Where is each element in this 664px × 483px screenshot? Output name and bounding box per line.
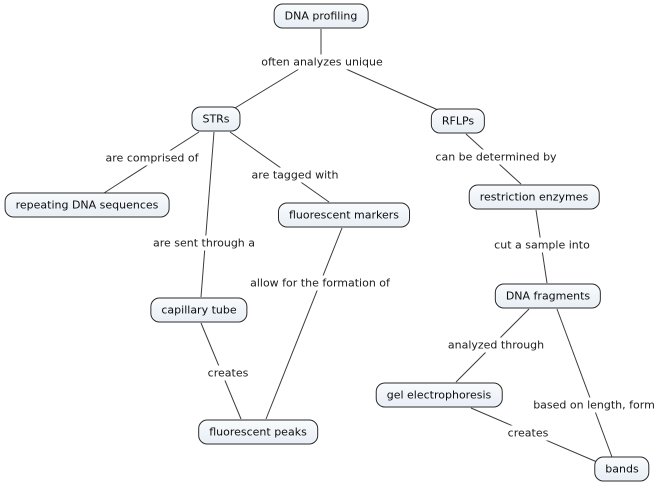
node-rflps[interactable]: RFLPs — [430, 108, 486, 134]
edge-label-allow-for-the-formation-of[interactable]: allow for the formation of — [247, 275, 393, 291]
node-capillary-tube[interactable]: capillary tube — [150, 297, 248, 323]
node-strs[interactable]: STRs — [191, 106, 241, 132]
edge-label-creates-capillary[interactable]: creates — [204, 365, 252, 381]
edge-line-markers-peaks — [265, 227, 343, 420]
edge-label-are-comprised-of[interactable]: are comprised of — [102, 150, 202, 166]
edge-label-often-analyzes-unique[interactable]: often analyzes unique — [258, 54, 386, 70]
node-fluorescent-peaks[interactable]: fluorescent peaks — [198, 419, 318, 445]
edge-line-strs-capillarytube — [200, 131, 215, 298]
edge-label-analyzed-through[interactable]: analyzed through — [444, 337, 548, 353]
edge-label-cut-a-sample-into[interactable]: cut a sample into — [491, 237, 593, 253]
edge-line-strs-fluorescentmarkers — [229, 131, 330, 203]
edge-label-can-be-determined-by[interactable]: can be determined by — [432, 149, 560, 165]
node-bands[interactable]: bands — [594, 456, 650, 482]
node-gel-electrophoresis[interactable]: gel electrophoresis — [375, 382, 503, 408]
edge-label-creates-gel[interactable]: creates — [504, 425, 552, 441]
node-repeating-dna-sequences[interactable]: repeating DNA sequences — [4, 192, 170, 218]
edge-line-fragments-bands — [556, 308, 613, 458]
edge-line-label-strs — [234, 68, 300, 109]
node-dna-fragments[interactable]: DNA fragments — [494, 283, 602, 309]
edge-label-are-sent-through-a[interactable]: are sent through a — [149, 235, 259, 251]
edge-line-label-rflps — [345, 68, 439, 111]
node-restriction-enzymes[interactable]: restriction enzymes — [468, 184, 600, 210]
node-dna-profiling[interactable]: DNA profiling — [273, 3, 369, 29]
edge-label-based-on-length-form[interactable]: based on length, form — [530, 397, 658, 413]
edge-label-are-tagged-with[interactable]: are tagged with — [248, 167, 342, 183]
node-fluorescent-markers[interactable]: fluorescent markers — [278, 202, 410, 228]
